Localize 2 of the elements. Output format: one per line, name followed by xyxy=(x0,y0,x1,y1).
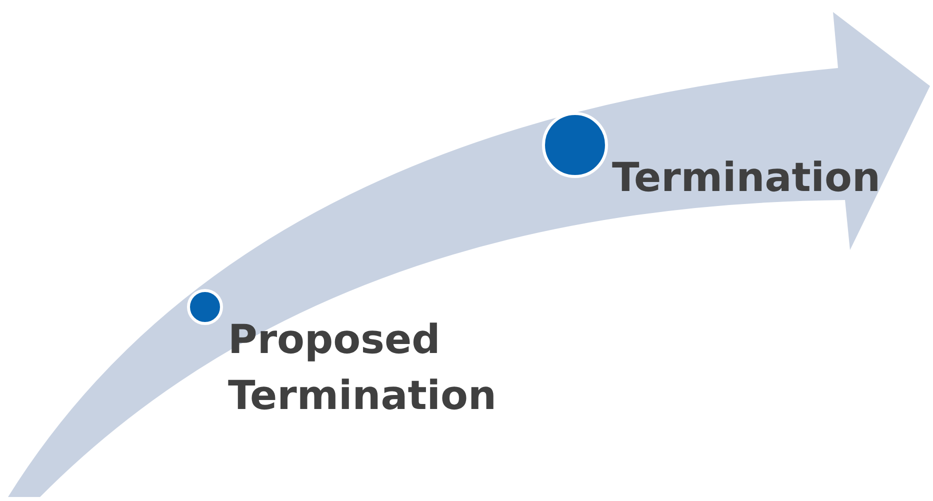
milestone-label: Termination xyxy=(612,154,882,203)
milestone-label: Proposed Termination xyxy=(228,316,498,421)
